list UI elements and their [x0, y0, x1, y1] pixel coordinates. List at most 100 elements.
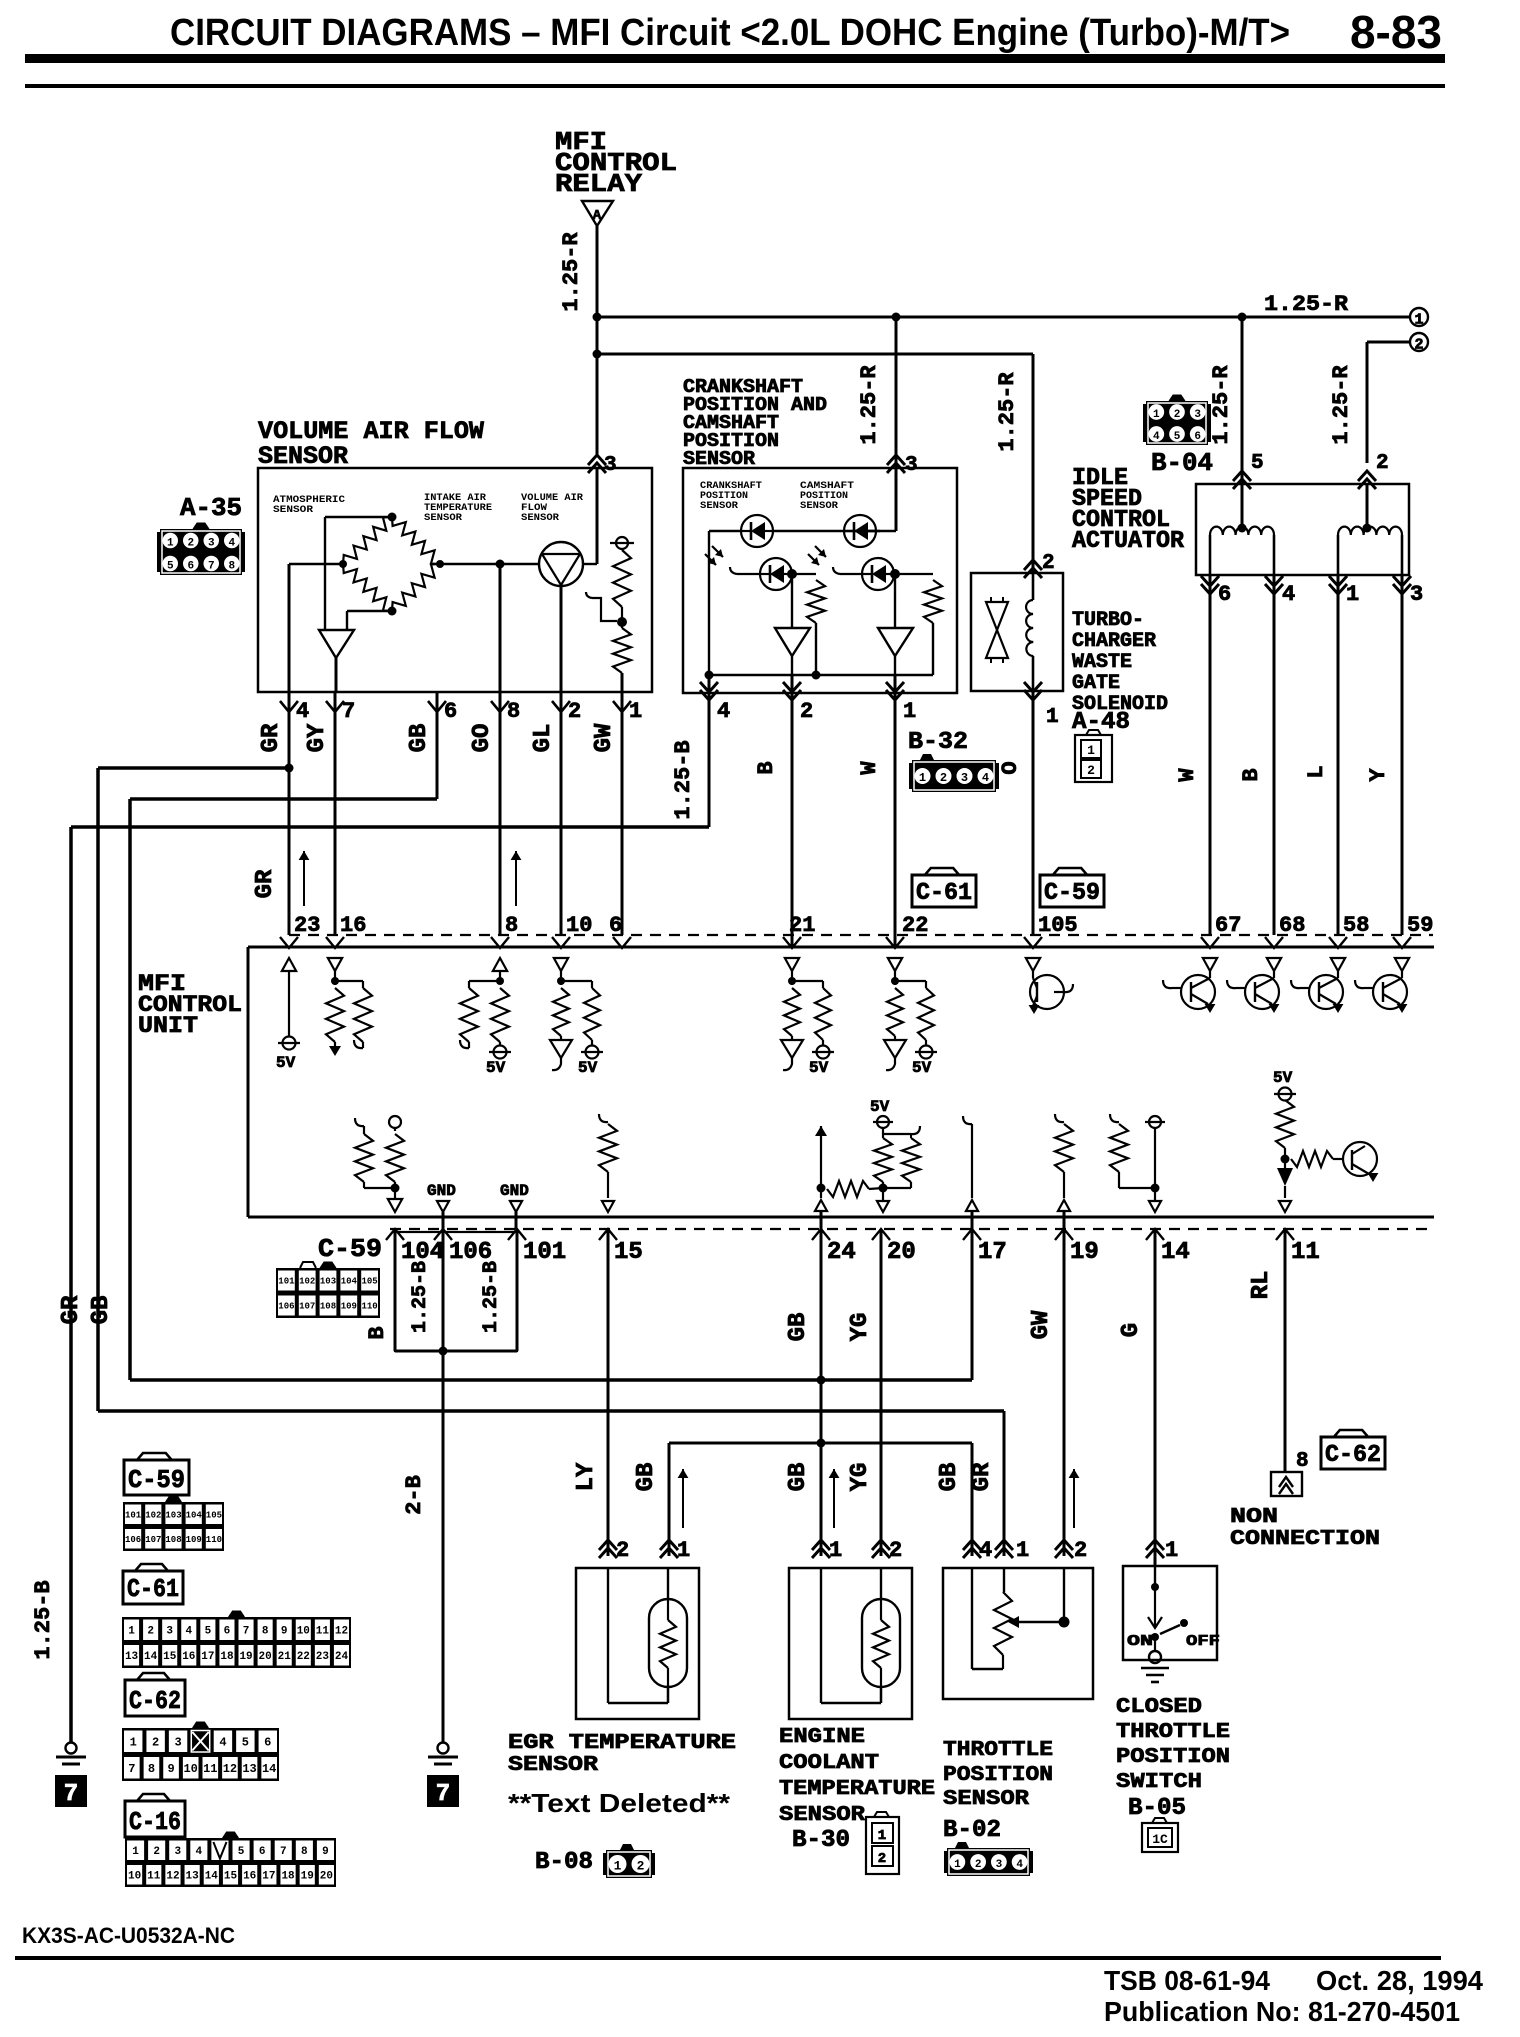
svg-text:13: 13 — [125, 1651, 139, 1663]
svg-text:17: 17 — [262, 1871, 275, 1883]
svg-text:10: 10 — [297, 1626, 310, 1638]
svg-text:104: 104 — [341, 1277, 358, 1287]
svg-text:19: 19 — [1070, 1239, 1099, 1266]
svg-text:CIRCUIT DIAGRAMS – MFI Circuit: CIRCUIT DIAGRAMS – MFI Circuit <2.0L DOH… — [170, 12, 1290, 54]
svg-text:SENSOR: SENSOR — [521, 513, 559, 524]
svg-text:109: 109 — [341, 1302, 357, 1312]
svg-text:C-16: C-16 — [129, 1807, 181, 1837]
svg-text:EGR TEMPERATURE: EGR TEMPERATURE — [508, 1732, 736, 1755]
svg-text:1: 1 — [954, 1859, 961, 1871]
svg-text:2: 2 — [1174, 409, 1181, 421]
svg-text:6: 6 — [1218, 582, 1231, 607]
svg-text:1.25-R: 1.25-R — [1209, 365, 1234, 445]
svg-text:6: 6 — [1194, 431, 1201, 443]
svg-text:1: 1 — [1046, 706, 1059, 729]
svg-text:CONNECTION: CONNECTION — [1230, 1528, 1380, 1551]
svg-text:103: 103 — [320, 1277, 336, 1287]
svg-text:2: 2 — [152, 1736, 159, 1750]
svg-text:23: 23 — [316, 1651, 330, 1663]
svg-text:15: 15 — [614, 1239, 643, 1266]
svg-text:GATE: GATE — [1072, 672, 1120, 695]
svg-text:4: 4 — [296, 699, 309, 724]
svg-text:GND: GND — [500, 1182, 529, 1200]
svg-text:1.25-R: 1.25-R — [559, 232, 584, 312]
svg-text:2: 2 — [800, 699, 813, 724]
svg-text:110: 110 — [361, 1302, 377, 1312]
svg-text:7: 7 — [64, 1781, 78, 1808]
svg-text:1.25-B: 1.25-B — [31, 1580, 56, 1659]
svg-text:101: 101 — [125, 1510, 142, 1520]
svg-text:101: 101 — [523, 1239, 566, 1266]
svg-text:INTAKE AIR: INTAKE AIR — [424, 493, 486, 504]
svg-text:5V: 5V — [809, 1059, 829, 1077]
svg-text:B: B — [754, 761, 779, 774]
svg-text:ACTUATOR: ACTUATOR — [1072, 528, 1185, 555]
svg-text:2: 2 — [975, 1859, 982, 1871]
svg-text:67: 67 — [1215, 913, 1241, 938]
svg-text:22: 22 — [902, 913, 928, 938]
svg-text:THROTTLE: THROTTLE — [1116, 1721, 1230, 1744]
svg-text:VOLUME AIR: VOLUME AIR — [521, 493, 583, 504]
svg-text:3: 3 — [1194, 409, 1201, 421]
svg-text:1.25-R: 1.25-R — [857, 365, 882, 445]
svg-text:POSITION: POSITION — [800, 491, 848, 502]
svg-text:GR: GR — [252, 869, 279, 898]
svg-text:POSITION: POSITION — [683, 430, 779, 452]
svg-text:3: 3 — [604, 454, 617, 477]
svg-text:17: 17 — [978, 1239, 1007, 1266]
svg-text:106: 106 — [449, 1239, 492, 1266]
svg-text:5V: 5V — [1273, 1069, 1293, 1087]
svg-text:2: 2 — [1414, 337, 1423, 354]
svg-text:4: 4 — [228, 537, 235, 549]
svg-text:5: 5 — [1251, 452, 1264, 475]
svg-text:C-59: C-59 — [128, 1465, 185, 1495]
svg-text:5: 5 — [1174, 431, 1181, 443]
svg-text:1: 1 — [130, 1736, 137, 1750]
svg-text:5V: 5V — [870, 1098, 890, 1116]
svg-text:SENSOR: SENSOR — [779, 1804, 865, 1827]
svg-text:POSITION: POSITION — [943, 1764, 1053, 1787]
svg-text:3: 3 — [174, 1846, 181, 1858]
svg-text:B-02: B-02 — [943, 1817, 1001, 1844]
svg-text:20: 20 — [887, 1239, 916, 1266]
svg-text:SENSOR: SENSOR — [800, 501, 838, 512]
svg-text:18: 18 — [281, 1871, 295, 1883]
svg-text:SENSOR: SENSOR — [683, 448, 756, 470]
svg-text:5V: 5V — [486, 1059, 506, 1077]
svg-text:SENSOR: SENSOR — [424, 513, 462, 524]
svg-text:GL: GL — [530, 724, 557, 753]
svg-text:CONTROL: CONTROL — [555, 148, 677, 178]
svg-text:11: 11 — [1291, 1239, 1320, 1266]
svg-text:VOLUME AIR FLOW: VOLUME AIR FLOW — [258, 417, 484, 446]
svg-text:9: 9 — [322, 1846, 329, 1858]
svg-text:14: 14 — [205, 1871, 219, 1883]
svg-text:2: 2 — [147, 1626, 154, 1638]
svg-text:GND: GND — [427, 1182, 456, 1200]
svg-text:4: 4 — [1282, 582, 1295, 607]
svg-text:1C: 1C — [1152, 1832, 1168, 1847]
svg-text:O: O — [998, 761, 1023, 774]
svg-text:1.25-B: 1.25-B — [671, 740, 696, 819]
svg-text:8: 8 — [301, 1846, 308, 1858]
svg-text:GB: GB — [936, 1463, 963, 1492]
svg-text:1: 1 — [1153, 409, 1160, 421]
svg-text:110: 110 — [206, 1535, 222, 1545]
svg-text:W: W — [857, 761, 882, 775]
svg-text:13: 13 — [186, 1871, 200, 1883]
svg-text:7: 7 — [342, 699, 355, 724]
svg-text:YG: YG — [847, 1463, 874, 1492]
svg-text:20: 20 — [320, 1871, 333, 1883]
svg-text:7: 7 — [280, 1846, 287, 1858]
svg-text:2: 2 — [568, 699, 581, 724]
svg-text:GO: GO — [469, 724, 496, 753]
svg-text:8: 8 — [228, 560, 235, 572]
svg-text:6: 6 — [259, 1846, 266, 1858]
svg-text:14: 14 — [262, 1762, 276, 1776]
svg-text:104: 104 — [401, 1239, 444, 1266]
svg-text:21: 21 — [278, 1651, 292, 1663]
svg-text:GR: GR — [969, 1462, 996, 1491]
svg-text:1: 1 — [629, 699, 642, 724]
svg-text:8: 8 — [505, 913, 518, 938]
svg-text:GY: GY — [304, 723, 331, 752]
svg-text:7: 7 — [208, 560, 215, 572]
